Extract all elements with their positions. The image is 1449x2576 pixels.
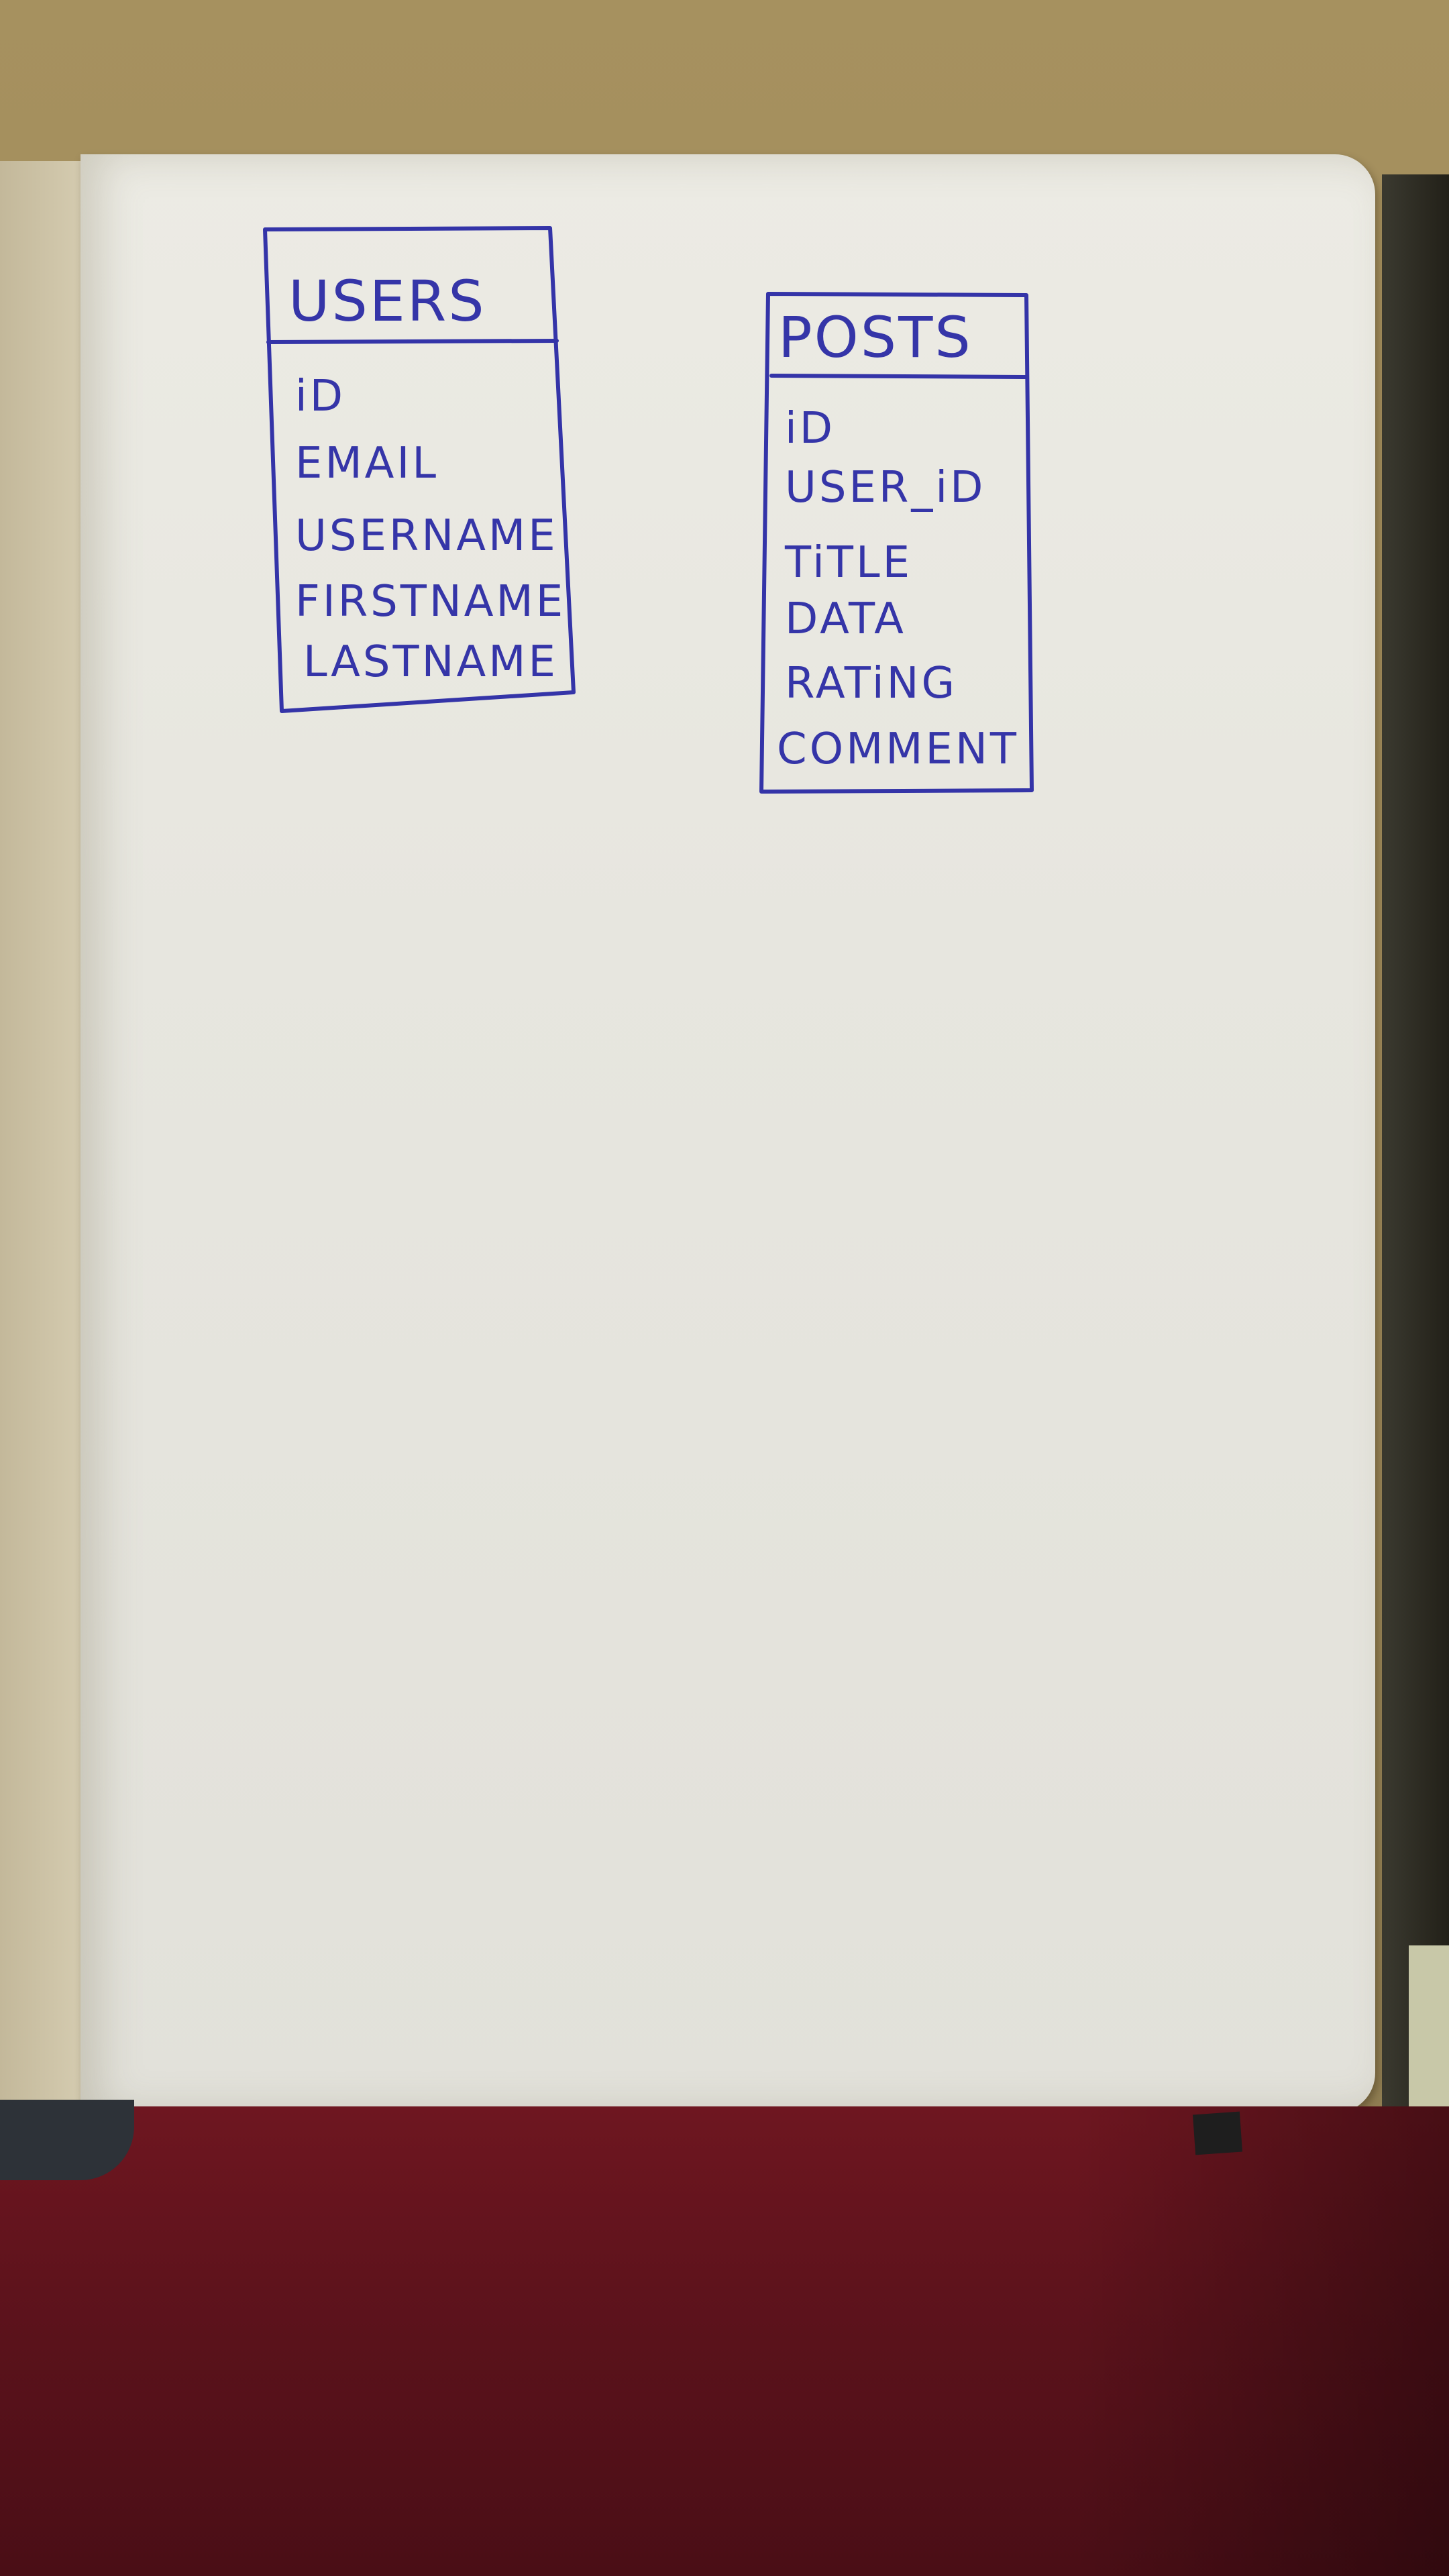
table-users-border — [263, 226, 576, 713]
table-users-title: USERS — [288, 268, 486, 334]
table-posts-field: COMMENT — [777, 724, 1019, 774]
table-posts-field: iD — [785, 404, 835, 453]
notebook-cover — [1382, 174, 1449, 2133]
table-users-field: LASTNAME — [303, 637, 558, 687]
cloth-shadow — [1073, 2106, 1449, 2576]
table-users: USERS iD EMAIL USERNAME FIRSTNAME LASTNA… — [263, 226, 576, 713]
fabric-corner — [0, 2100, 134, 2180]
table-posts-header-divider — [769, 374, 1028, 379]
red-cloth — [0, 2106, 1449, 2576]
table-users-field: USERNAME — [295, 511, 558, 561]
table-posts-field: TiTLE — [784, 538, 912, 588]
table-posts-border — [759, 292, 1034, 794]
table-posts-field: DATA — [785, 594, 906, 644]
table-posts-title: POSTS — [778, 305, 973, 370]
table-posts-field: RATiNG — [785, 659, 957, 708]
table-users-field: iD — [295, 372, 345, 421]
table-posts: POSTS iD USER_iD TiTLE DATA RATiNG COMME… — [759, 292, 1034, 794]
table-posts-field: USER_iD — [785, 463, 985, 513]
table-users-header-divider — [266, 339, 559, 344]
notebook-page — [80, 154, 1375, 2113]
table-users-field: FIRSTNAME — [295, 577, 566, 627]
table-users-field: EMAIL — [295, 439, 439, 488]
